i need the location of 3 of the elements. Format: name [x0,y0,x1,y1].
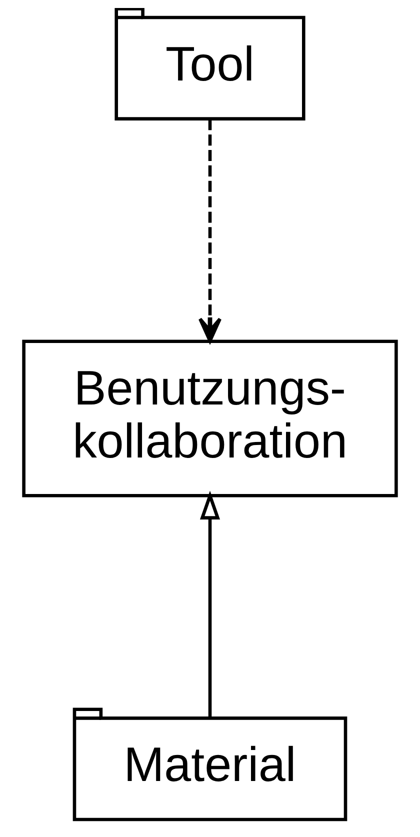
arrow [200,490,220,718]
node-box: Benutzungs- kollaboration [22,340,398,498]
arrow [198,119,222,343]
